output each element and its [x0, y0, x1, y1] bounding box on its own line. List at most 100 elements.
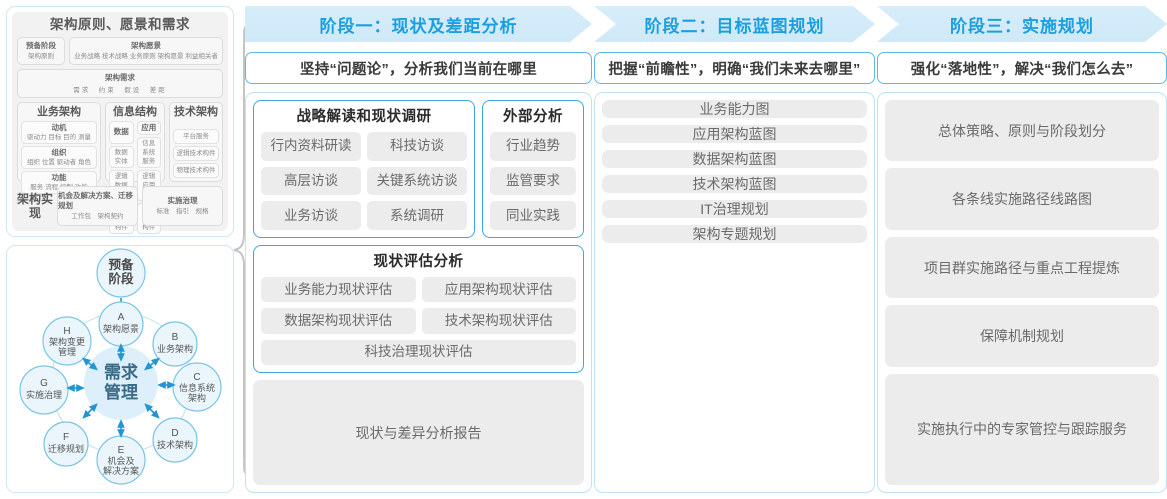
block-organization-sub: 组织 位置 驱动者 角色 [27, 159, 91, 166]
list-item[interactable]: 应用架构蓝图 [602, 125, 867, 143]
arrow-h-center [82, 357, 98, 371]
node-b-label: 业务架构 [157, 343, 193, 354]
list-item[interactable]: 数据架构蓝图 [602, 150, 867, 168]
togaf-vision-row: 预备阶段 架构原则 架构愿景 业务战略 技术战略 业务原则 架构愿景 利益相关者 [17, 37, 223, 65]
chip-item[interactable]: 数据架构现状评估 [261, 308, 416, 334]
phase-1-top-row: 战略解读和现状调研 行内资料研读 科技访谈 高层访谈 关键系统访谈 业务访谈 系… [253, 100, 584, 238]
phase-3-item-list: 总体策略、原则与阶段划分 各条线实施路径线路图 项目群实施路径与重点工程提炼 保… [885, 100, 1159, 486]
block-data-head-text: 数据 [113, 127, 129, 137]
node-g-label: 实施治理 [26, 389, 62, 400]
chip-item[interactable]: 高层访谈 [261, 166, 361, 196]
togaf-prep-box: 预备阶段 架构原则 [17, 37, 65, 65]
phase-2-subtitle: 把握“前瞻性”，明确“我们未来去哪里” [594, 52, 875, 84]
business-architecture-blocks: 动机 驱动力 目标 目的 测量 组织 组织 位置 驱动者 角色 功能 服务 流程… [21, 121, 97, 194]
node-b-key: B [172, 332, 179, 343]
list-item[interactable]: 总体策略、原则与阶段划分 [885, 100, 1159, 162]
node-e-label-1: 机会及 [107, 455, 134, 466]
chip-item[interactable]: 行业趋势 [490, 132, 576, 161]
list-item[interactable]: 架构专题规划 [602, 225, 867, 243]
phase-2-item-list: 业务能力图 应用架构蓝图 数据架构蓝图 技术架构蓝图 IT治理规划 架构专题规划 [602, 100, 867, 485]
group-strategy-survey: 战略解读和现状调研 行内资料研读 科技访谈 高层访谈 关键系统访谈 业务访谈 系… [253, 100, 475, 238]
chip-item[interactable]: 同业实践 [490, 201, 576, 231]
phase-3-subtitle: 强化“落地性”，解决“我们怎么去” [877, 52, 1167, 84]
chip-item[interactable]: 业务能力现状评估 [261, 277, 416, 303]
vision-head: 架构愿景 [131, 41, 161, 50]
togaf-technology-architecture-column: 技术架构 平台服务 逻辑技术构件 物理技术构件 [169, 102, 223, 182]
block-data-entity-text: 数据实体 [114, 148, 128, 165]
implementation-governance-head: 实施治理 [167, 196, 198, 205]
chip-item[interactable]: 科技访谈 [367, 132, 467, 161]
arrow-d-center [144, 403, 160, 419]
phase-3-body: 总体策略、原则与阶段划分 各条线实施路径线路图 项目群实施路径与重点工程提炼 保… [877, 92, 1167, 493]
list-item[interactable]: 实施执行中的专家管控与跟踪服务 [885, 373, 1159, 486]
group-current-state-assessment-title: 现状评估分析 [373, 254, 464, 270]
node-f-key: F [63, 432, 69, 443]
node-f-label: 迁移规划 [48, 443, 84, 454]
block-organization-head: 组织 [51, 148, 67, 157]
togaf-title: 架构原则、愿景和需求 [50, 17, 190, 32]
implementation-governance-sub: 标准 指引 规格 [156, 208, 209, 215]
chip-item[interactable]: 系统调研 [367, 201, 467, 230]
node-c-label-1: 信息系统 [179, 382, 215, 393]
chip-item[interactable]: 监管要求 [490, 166, 576, 196]
opportunities-migration-box: 机会及解决方案、迁移规划 工作包 架构契约 [57, 186, 138, 226]
chip-item[interactable]: 应用架构现状评估 [421, 277, 576, 303]
requirements-head: 架构需求 [105, 73, 135, 82]
phase-1: 阶段一：现状及差距分析 坚持“问题论”，分析我们当前在哪里 战略解读和现状调研 … [245, 0, 592, 499]
prep-head: 预备阶段 [26, 41, 56, 50]
node-prep-stage [96, 248, 146, 298]
node-h-label-1: 架构变更 [49, 336, 85, 347]
togaf-requirements-box: 架构需求 需求 约束 假设 差距 [17, 69, 223, 98]
group-external-analysis-title: 外部分析 [503, 109, 563, 125]
node-e-key: E [118, 445, 125, 456]
list-item[interactable]: IT治理规划 [602, 200, 867, 218]
phase-2: 阶段二：目标蓝图规划 把握“前瞻性”，明确“我们未来去哪里” 业务能力图 应用架… [594, 0, 875, 499]
togaf-content-framework-card: 架构原则、愿景和需求 预备阶段 架构原则 架构愿景 业务战略 技术战略 业务原则… [6, 6, 234, 237]
togaf-adm-cycle-card: 预备 阶段 需求 管理 A 架构愿景 B 业务架构 C [6, 245, 234, 493]
list-item[interactable]: 各条线实施路径线路图 [885, 168, 1159, 230]
block-physical-technology-component: 物理技术构件 [173, 163, 219, 178]
phase-1-report-box[interactable]: 现状与差异分析报告 [253, 380, 584, 485]
arrow-b-center [144, 357, 160, 371]
node-c-key: C [193, 372, 200, 383]
phase-1-body: 战略解读和现状调研 行内资料研读 科技访谈 高层访谈 关键系统访谈 业务访谈 系… [245, 92, 592, 493]
group-current-state-assessment-chips: 业务能力现状评估 应用架构现状评估 数据架构现状评估 技术架构现状评估 科技治理… [261, 277, 576, 365]
togaf-information-structure-column: 信息结构 数据 数据实体 逻辑数据构件 [105, 102, 165, 234]
node-prep-stage-label-2: 阶段 [108, 271, 134, 286]
chip-item[interactable]: 业务访谈 [261, 201, 361, 230]
node-g-key: G [40, 378, 48, 389]
chip-item[interactable]: 行内资料研读 [261, 132, 361, 161]
block-platform-service: 平台服务 [173, 129, 219, 144]
opportunities-migration-sub: 工作包 架构契约 [71, 213, 124, 220]
node-d-label: 技术架构 [157, 439, 193, 450]
chip-item[interactable]: 关键系统访谈 [367, 166, 467, 196]
technology-architecture-blocks: 平台服务 逻辑技术构件 物理技术构件 [173, 121, 219, 178]
list-item[interactable]: 项目群实施路径与重点工程提炼 [885, 236, 1159, 299]
list-item[interactable]: 技术架构蓝图 [602, 175, 867, 193]
requirements-sub: 需求 约束 假设 差距 [73, 87, 167, 94]
chip-item[interactable]: 技术架构现状评估 [421, 308, 576, 334]
phase-2-body: 业务能力图 应用架构蓝图 数据架构蓝图 技术架构蓝图 IT治理规划 架构专题规划 [594, 92, 875, 493]
node-h-label-2: 管理 [58, 346, 76, 357]
list-item[interactable]: 业务能力图 [602, 100, 867, 118]
node-f-migration-planning [43, 421, 89, 467]
chip-item[interactable]: 科技治理现状评估 [261, 339, 576, 365]
prep-sub: 架构原则 [28, 53, 54, 60]
node-h-key: H [63, 326, 70, 337]
implementation-governance-box: 实施治理 标准 指引 规格 [142, 186, 223, 226]
group-current-state-assessment: 现状评估分析 业务能力现状评估 应用架构现状评估 数据架构现状评估 技术架构现状… [253, 245, 584, 373]
node-prep-stage-label-1: 预备 [108, 257, 134, 272]
list-item[interactable]: 保障机制规划 [885, 305, 1159, 367]
vision-sub: 业务战略 技术战略 业务原则 架构愿景 利益相关者 [74, 53, 218, 60]
block-motivation: 动机 驱动力 目标 目的 测量 [21, 121, 97, 144]
center-label-2: 管理 [104, 382, 138, 402]
node-d-key: D [171, 428, 178, 439]
node-d-technology-architecture [152, 417, 198, 463]
opportunities-migration-head: 机会及解决方案、迁移规划 [58, 191, 133, 210]
node-b-business-architecture [152, 321, 198, 367]
phase-2-header: 阶段二：目标蓝图规划 [594, 6, 875, 42]
architecture-realization-label: 架构实现 [17, 192, 54, 220]
node-a-label: 架构愿景 [103, 323, 139, 334]
information-structure-title: 信息结构 [113, 106, 157, 118]
